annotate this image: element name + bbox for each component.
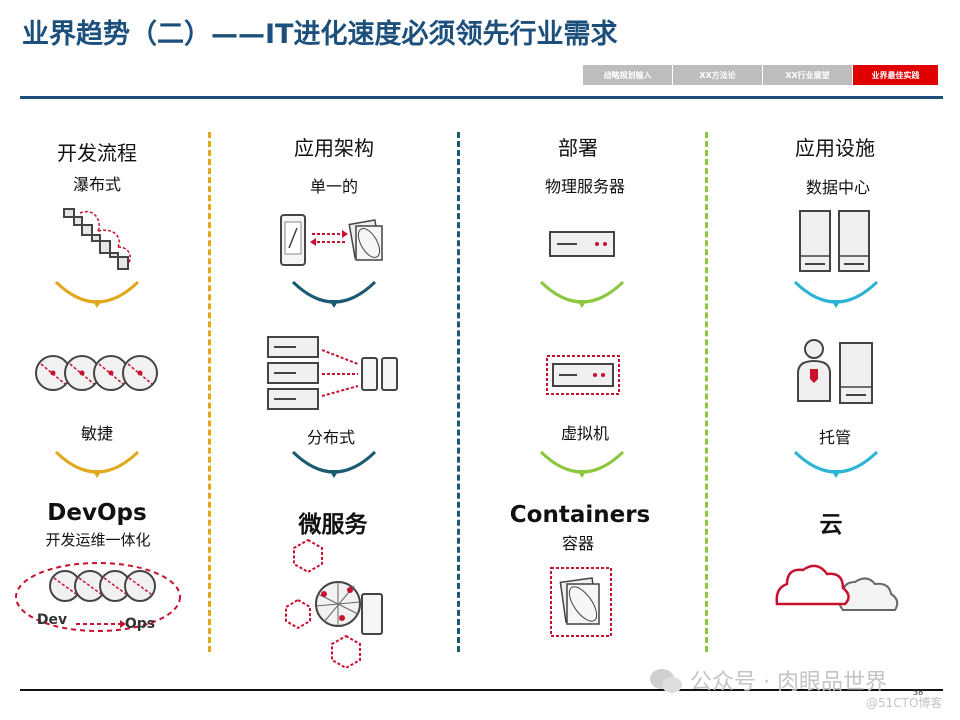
stage-label-datacenter: 数据中心 bbox=[805, 178, 871, 197]
stage-label-devops: DevOps bbox=[47, 500, 147, 526]
column-header-dev-process: 开发流程 bbox=[57, 141, 137, 165]
stage-arc bbox=[291, 280, 377, 308]
column-header-infrastructure: 应用设施 bbox=[795, 136, 875, 160]
stage-arc bbox=[539, 450, 625, 478]
stage-arc bbox=[54, 450, 140, 478]
devops-loop-icon bbox=[15, 562, 181, 632]
stage-label-microservices: 微服务 bbox=[298, 512, 368, 538]
stage-arc bbox=[539, 280, 625, 308]
agile-cycles-icon bbox=[35, 355, 158, 391]
stage-label-physical-server: 物理服务器 bbox=[544, 177, 626, 196]
devops-dev-label: Dev bbox=[36, 612, 68, 628]
column-divider bbox=[208, 132, 211, 652]
stage-label-vm: 虚拟机 bbox=[560, 424, 610, 443]
stage-label-waterfall: 瀑布式 bbox=[72, 175, 122, 194]
stage-label-containers: Containers bbox=[509, 502, 651, 528]
nav-tab-industry-outlook[interactable]: XX行业展望 bbox=[763, 65, 852, 85]
column-divider bbox=[457, 132, 460, 652]
waterfall-stairs-icon bbox=[63, 208, 132, 270]
microservices-network-icon bbox=[285, 538, 383, 668]
stage-label-distributed: 分布式 bbox=[306, 428, 356, 447]
nav-tab-best-practice[interactable]: 业界最佳实践 bbox=[853, 65, 938, 85]
devops-ops-label: Ops bbox=[124, 616, 156, 632]
datacenter-racks-icon bbox=[799, 210, 870, 272]
stage-arc bbox=[291, 450, 377, 478]
monolithic-app-icon bbox=[280, 214, 383, 266]
physical-server-icon bbox=[549, 231, 615, 257]
nav-tab-methodology[interactable]: XX方法论 bbox=[673, 65, 762, 85]
nav-tab-strategy-input[interactable]: 战略规划输入 bbox=[583, 65, 672, 85]
header-rule bbox=[20, 96, 943, 99]
watermark-small: @51CTO博客 bbox=[866, 696, 943, 710]
stage-sublabel-containers: 容器 bbox=[561, 534, 595, 553]
wechat-icon bbox=[650, 669, 682, 693]
page-number: 38 bbox=[913, 688, 924, 697]
slide-title: 业界趋势（二）——IT进化速度必须领先行业需求 bbox=[22, 19, 618, 50]
stage-arc bbox=[793, 450, 879, 478]
cloud-icon bbox=[775, 564, 899, 611]
stage-label-agile: 敏捷 bbox=[80, 424, 114, 443]
column-divider bbox=[705, 132, 708, 652]
watermark-text: 公众号 · 肉眼品世界 bbox=[690, 670, 887, 695]
virtual-machine-icon bbox=[546, 355, 620, 395]
stage-arc bbox=[54, 280, 140, 308]
stage-label-cloud: 云 bbox=[819, 512, 843, 538]
stage-arc bbox=[793, 280, 879, 308]
stage-sublabel-devops: 开发运维一体化 bbox=[45, 531, 151, 549]
column-header-deployment: 部署 bbox=[558, 136, 598, 160]
column-header-app-architecture: 应用架构 bbox=[294, 136, 374, 160]
stage-label-hosting: 托管 bbox=[818, 428, 852, 447]
stage-label-monolithic: 单一的 bbox=[309, 177, 359, 196]
distributed-servers-icon bbox=[267, 336, 398, 410]
hosting-person-server-icon bbox=[797, 339, 873, 404]
container-icon bbox=[550, 567, 612, 637]
section-nav: 战略规划输入 XX方法论 XX行业展望 业界最佳实践 bbox=[583, 65, 938, 85]
footer-rule bbox=[20, 689, 943, 691]
